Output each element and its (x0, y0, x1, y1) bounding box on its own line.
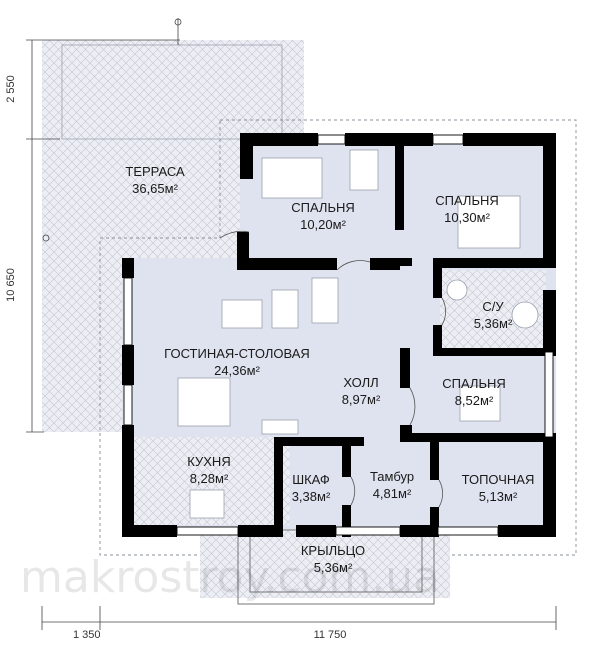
dimension-labels: 2 550 10 650 1 350 11 750 (5, 75, 346, 641)
room-name-living: ГОСТИНАЯ-СТОЛОВАЯ (164, 346, 310, 361)
room-name-bedroom2: СПАЛЬНЯ (435, 193, 499, 208)
room-name-closet: ШКАФ (292, 472, 330, 487)
door-swings (219, 231, 446, 508)
room-area-kitchen: 8,28м² (190, 471, 229, 486)
interior-walls (237, 146, 556, 537)
dim-terrace-depth: 2 550 (5, 75, 17, 103)
room-name-porch: КРЫЛЬЦО (301, 543, 365, 558)
room-area-bedroom3: 8,52м² (455, 393, 494, 408)
exterior-walls (122, 133, 556, 537)
room-area-bathroom: 5,36м² (474, 316, 513, 331)
dimension-lines (26, 18, 557, 630)
room-area-terrace: 36,65м² (132, 181, 178, 196)
room-area-vestibule: 4,81м² (373, 486, 412, 501)
room-area-bedroom2: 10,30м² (444, 210, 490, 225)
room-area-boiler: 5,13м² (479, 489, 518, 504)
room-name-bedroom1: СПАЛЬНЯ (291, 200, 355, 215)
room-name-kitchen: КУХНЯ (187, 454, 230, 469)
room-area-living: 24,36м² (214, 363, 260, 378)
room-area-bedroom1: 10,20м² (300, 217, 346, 232)
watermark: makrostroy.com.ua (20, 552, 440, 603)
windows (123, 134, 554, 536)
dim-house-width: 11 750 (314, 629, 347, 641)
room-area-hall: 8,97м² (342, 392, 381, 407)
room-name-hall: ХОЛЛ (343, 375, 378, 390)
room-name-bathroom: С/У (482, 299, 504, 314)
dim-terrace-offset: 1 350 (73, 629, 101, 641)
room-name-bedroom3: СПАЛЬНЯ (442, 376, 506, 391)
room-area-closet: 3,38м² (292, 489, 331, 504)
room-area-porch: 5,36м² (314, 560, 353, 575)
room-name-vestibule: Тамбур (370, 469, 414, 484)
room-name-terrace: ТЕРРАСА (125, 164, 185, 179)
furniture (177, 149, 539, 519)
dim-house-depth: 10 650 (5, 268, 17, 302)
room-name-boiler: ТОПОЧНАЯ (462, 472, 535, 487)
room-labels: ТЕРРАСА 36,65м² СПАЛЬНЯ 10,20м² СПАЛЬНЯ … (125, 164, 534, 575)
